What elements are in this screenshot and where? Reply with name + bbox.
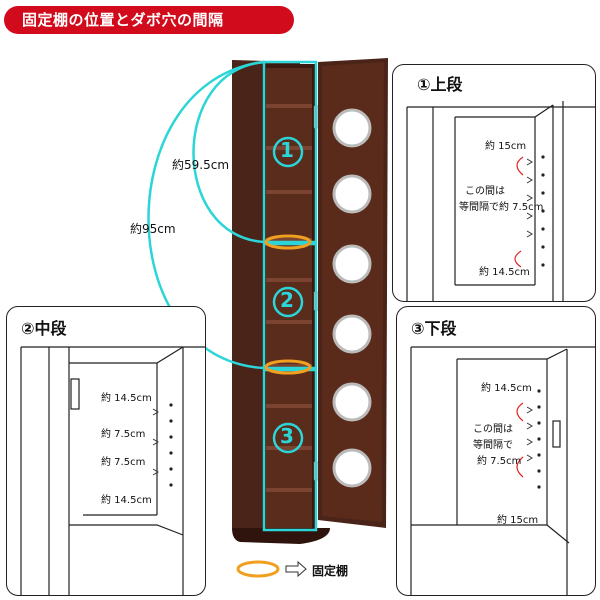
fixed-shelf-ring-lower — [264, 359, 312, 375]
panel-top-label-mid-2: 等間隔で約 7.5cm — [459, 202, 544, 213]
title-banner — [4, 6, 294, 34]
panel-middle-drawing — [20, 346, 205, 595]
section-1-outline — [262, 60, 318, 244]
door-holder — [332, 314, 372, 354]
fixed-shelf-ring-upper — [264, 234, 312, 250]
panel-top-section: ①上段 約 15cm この間は 等間隔で約 7.5cm 約 14.5cm — [392, 64, 596, 302]
panel-bottom-label-mid-2: 等間隔で — [473, 440, 513, 451]
shelf — [266, 364, 312, 369]
panel-middle-label-4: 約 14.5cm — [101, 495, 152, 506]
dowel-holes — [537, 389, 541, 489]
panel-middle-label-2: 約 7.5cm — [101, 429, 146, 440]
legend-ring — [236, 560, 280, 578]
cabinet-shelves — [266, 104, 312, 492]
cabinet-base — [232, 528, 330, 544]
section-1-number: 1 — [280, 138, 294, 162]
door-holder — [332, 108, 372, 148]
panel-bottom-section: ③下段 約 14.5cm この間は 等間隔で 約 7.5cm 約 15cm — [396, 306, 596, 596]
panel-bottom-title: ③下段 — [411, 319, 457, 338]
panel-bottom-label-bottom: 約 15cm — [497, 515, 539, 526]
panel-top-label-mid-1: この間は — [465, 186, 505, 197]
shelf — [266, 190, 312, 194]
section-highlights — [262, 60, 318, 532]
panel-bottom-label-mid-1: この間は — [473, 424, 513, 435]
panel-top-label-bottom: 約 14.5cm — [479, 267, 530, 278]
panel-middle-title: ②中段 — [21, 319, 67, 338]
shelf — [266, 320, 312, 324]
panel-middle-label-1: 約 14.5cm — [101, 393, 152, 404]
upper-span-arc — [192, 60, 265, 244]
panel-top-label-top: 約 15cm — [485, 141, 527, 152]
section-2-badge — [272, 286, 304, 318]
door-holders — [332, 108, 372, 488]
section-2-outline — [262, 242, 318, 370]
panel-bottom-label-mid-3: 約 7.5cm — [477, 456, 522, 467]
dimension-ticks — [526, 158, 533, 238]
shelf — [266, 104, 312, 108]
page-title: 固定棚の位置とダボ穴の間隔 — [22, 11, 224, 29]
legend-label: 固定棚 — [312, 564, 349, 578]
panel-bottom-label-top: 約 14.5cm — [481, 383, 532, 394]
panel-middle-label-3: 約 7.5cm — [101, 457, 146, 468]
section-3-outline — [262, 368, 318, 532]
upper-span-label: 約59.5cm — [172, 158, 230, 172]
dimension-ticks — [526, 406, 533, 462]
section-2-number: 2 — [280, 288, 294, 312]
shelf — [266, 488, 312, 492]
section-3-badge — [272, 422, 304, 454]
panel-bottom-drawing — [410, 346, 595, 595]
spacing-arcs — [516, 402, 524, 478]
total-span-label: 約95cm — [130, 222, 176, 236]
shelf — [266, 238, 312, 243]
panel-middle-section: ②中段 約 14.5cm 約 7.5cm 約 7.5cm 約 14.5cm — [6, 306, 206, 596]
shelf — [266, 146, 312, 150]
fixed-shelf-rings — [264, 234, 312, 375]
door-holder — [332, 244, 372, 284]
section-numbers — [272, 136, 304, 454]
dimension-ticks — [152, 408, 159, 476]
panel-top-drawing — [406, 101, 595, 301]
section-1-badge — [272, 136, 304, 168]
shelf — [266, 404, 312, 408]
shelf — [266, 278, 312, 282]
section-3-number: 3 — [280, 424, 294, 448]
shelf — [266, 446, 312, 450]
door-holder — [332, 448, 372, 488]
dowel-holes — [169, 403, 173, 487]
dowel-holes — [541, 155, 545, 267]
door-holder — [332, 382, 372, 422]
total-span-arc — [147, 60, 265, 370]
legend-arrow-icon — [285, 560, 307, 578]
spacing-arcs — [514, 156, 524, 268]
door-holder — [332, 174, 372, 214]
panel-top-title: ①上段 — [417, 75, 463, 94]
